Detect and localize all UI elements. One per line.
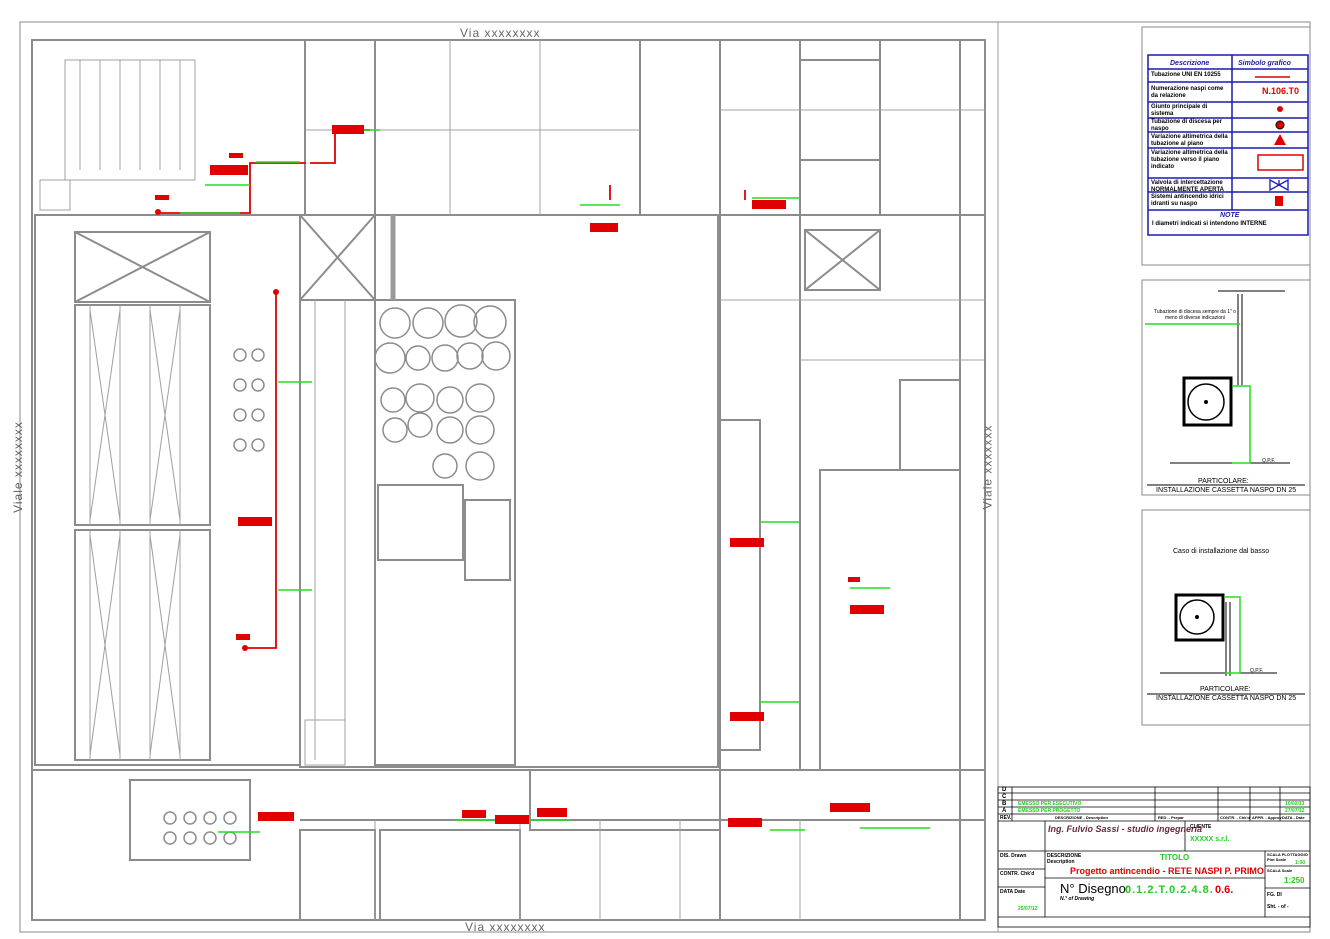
plot-scale: 1:00 (1295, 860, 1306, 866)
legend-row-desc: Variazione altimetrica della tubazione a… (1151, 134, 1228, 147)
scale-label: SCALA Scale (1267, 868, 1293, 873)
rev-a-desc: EMESSO PER PROGETTO (1018, 808, 1081, 814)
sheet-border (19, 21, 1311, 933)
drawing-revision: 0.6. (1215, 884, 1234, 896)
legend-header-description: Descrizione (1170, 60, 1210, 67)
legend-row-desc: Variazione altimetrica della tubazione v… (1151, 150, 1228, 170)
rev-a-date: 27/07/12 (1285, 808, 1305, 814)
legend-row-desc: Numerazione naspi come da relazione (1151, 86, 1224, 99)
client-name: XXXXX s.r.l. (1190, 836, 1230, 843)
legend-row-desc: Tubazione di discesa per naspo (1151, 119, 1222, 132)
rev-b: B (1002, 801, 1007, 807)
checked-label: CONTR. Chk'd (1000, 871, 1035, 877)
legend-naspo-number: N.106.T0 (1262, 86, 1300, 96)
detail1-caption: PARTICOLARE: (1198, 478, 1249, 485)
detail1-note: Tubazione di discesa sempre da 1" o meno… (1154, 309, 1236, 321)
legend-header-symbol: Simbolo grafico (1238, 60, 1291, 67)
legend-row-desc: Giunto principale di sistema (1151, 104, 1208, 117)
drawing-subtitle: Progetto antincendio - RETE NASPI P. PRI… (1070, 866, 1264, 876)
scale-value: 1:250 (1284, 876, 1305, 885)
legend-note: I diametri indicati si intendono INTERNE (1152, 221, 1267, 227)
legend-row-desc: Valvola di intercettazione NORMALMENTE A… (1151, 180, 1224, 193)
plot-scale-label: SCALA PLOTTAGGIO Plot Scale (1267, 852, 1308, 862)
detail1-caption-sub: INSTALLAZIONE CASSETTA NASPO DN 25 (1156, 487, 1297, 494)
description-label: DESCRIZIONE Description (1047, 853, 1082, 865)
rev-a: A (1002, 808, 1007, 814)
client-label: CLIENTE (1190, 824, 1212, 830)
legend-note-title: NOTE (1220, 212, 1240, 219)
detail2-caption: PARTICOLARE: (1200, 686, 1251, 693)
col-appr: APPR. - Approv (1252, 815, 1282, 820)
drawing-title: TITOLO (1160, 853, 1190, 862)
legend-row-desc: Tubazione UNI EN 10255 (1151, 72, 1221, 78)
col-date: DATA - Date (1282, 815, 1305, 820)
rev-label: REV. (1000, 815, 1012, 821)
detail2-title: Caso di installazione dal basso (1173, 548, 1270, 555)
detail1-level: Q.P.F. (1262, 458, 1276, 464)
sheet-value: Sht. - of - (1267, 904, 1289, 910)
drawing-number-sublabel: N.° of Drawing (1060, 896, 1095, 902)
street-bottom-label: Via xxxxxxxx (465, 920, 546, 934)
walls (31, 39, 986, 921)
col-prep: RED. - Prepar (1158, 815, 1184, 820)
rev-b-date: 10/02/13 (1285, 801, 1305, 807)
detail2-level: Q.P.F. (1250, 668, 1264, 674)
col-desc: DESCRIZIONE - Description (1055, 815, 1108, 820)
descent-lines (180, 129, 930, 833)
street-right-label: Viale xxxxxxx (980, 424, 995, 510)
pipe-network (158, 129, 746, 649)
drawing-number: 0.1.2.T.0.2.4.8. (1125, 884, 1214, 896)
company-name: Ing. Fulvio Sassi - studio ingegneria (1048, 824, 1203, 834)
rev-c: C (1002, 794, 1007, 800)
street-top-label: Via xxxxxxxx (460, 26, 541, 40)
drawn-label: DIS. Drawn (1000, 853, 1027, 859)
col-contr: CONTR. - Chk'd (1220, 815, 1250, 820)
detail2-caption-sub: INSTALLAZIONE CASSETTA NASPO DN 25 (1156, 695, 1297, 702)
drawing-number-label: N° Disegno: (1060, 881, 1130, 896)
legend-row-desc: Sistemi antincendio idrici idranti su na… (1151, 194, 1224, 207)
rev-d: D (1002, 787, 1007, 793)
sheet-label: FG. DI (1267, 892, 1282, 898)
naspo-labels (155, 125, 884, 827)
street-left-label: Viale xxxxxxxx (10, 421, 25, 513)
drawing-date: 25/07/12 (1018, 906, 1038, 912)
date-label: DATA Date (1000, 889, 1026, 895)
rev-b-desc: EMESSO PER ESECUTIVO (1018, 801, 1082, 807)
